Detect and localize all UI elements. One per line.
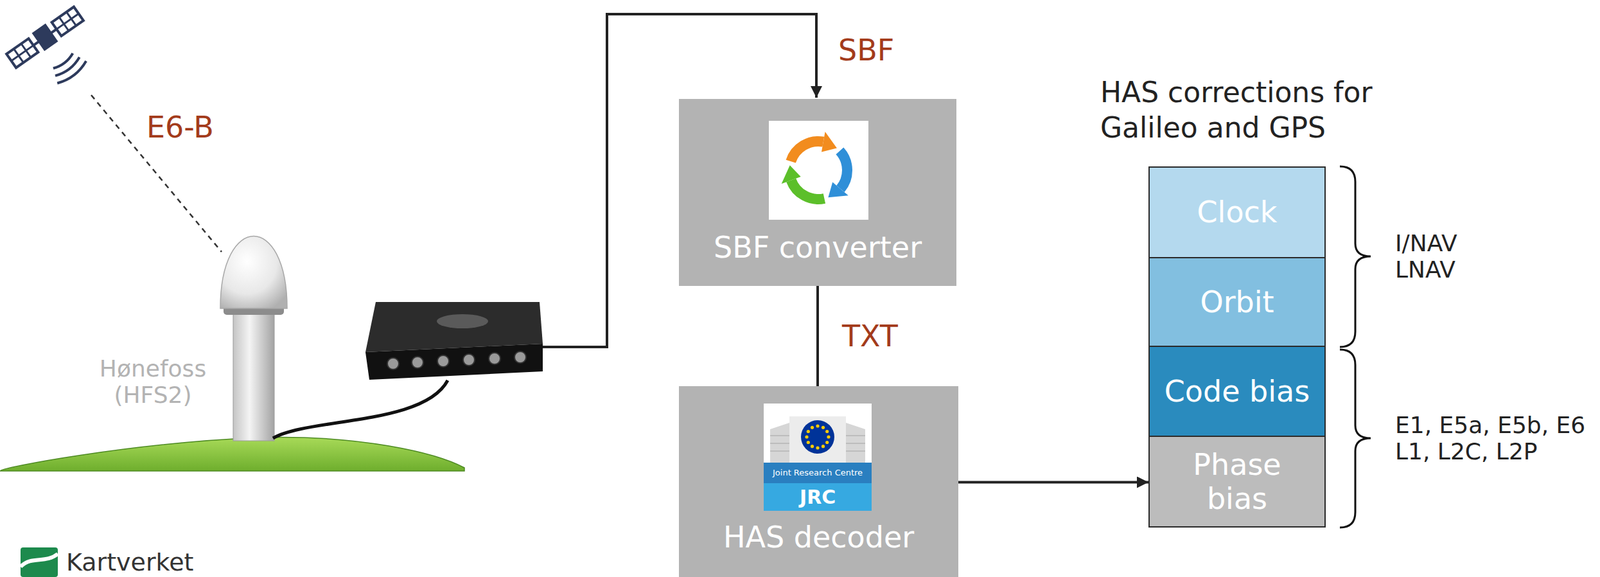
kartverket-logo: [20, 547, 58, 577]
converter-icon-part: [839, 150, 848, 189]
gnss-receiver-part: [365, 301, 543, 352]
signal-ray: [91, 95, 222, 252]
kartverket-logo-part: [20, 547, 58, 577]
converter-icon-part: [791, 179, 825, 200]
gnss-receiver-part: [463, 353, 475, 366]
jrc-logo-part: [825, 429, 829, 433]
box-label: HAS decoder: [723, 520, 915, 555]
gnss-receiver-part: [488, 352, 501, 365]
antenna-cable: [272, 380, 448, 439]
box-label: Phase bias: [1172, 447, 1302, 516]
logo-wordmark: Kartverket: [66, 548, 194, 577]
gnss-receiver-part: [365, 343, 543, 380]
satellite-icon-part: [52, 7, 84, 36]
correction-block: Clock: [1148, 166, 1326, 259]
jrc-logo-part: [810, 425, 814, 430]
jrc-logo-part: [806, 429, 810, 433]
jrc-logo-part: [825, 440, 829, 444]
jrc-logo-part: [810, 444, 814, 448]
brace-part: [1339, 349, 1371, 528]
connector: [816, 285, 819, 387]
converter-box: SBF converter: [678, 98, 957, 286]
jrc-logo-part: [821, 444, 825, 448]
connector: [958, 481, 1149, 484]
gnss-receiver-part: [436, 314, 489, 329]
signal-name: E6-B: [146, 110, 214, 145]
jrc-logo-part: [763, 483, 872, 511]
gnss-receiver-part: [387, 357, 399, 370]
satellite-icon-part: [32, 23, 59, 52]
format-name: SBF: [838, 33, 895, 68]
box-label: SBF converter: [713, 230, 922, 265]
ground: [0, 436, 465, 471]
jrc-logo-part: [800, 420, 835, 454]
antenna-pole: [233, 312, 275, 441]
jrc-logo-part: [763, 462, 872, 484]
signal-waves: [53, 53, 87, 84]
box-label: Orbit: [1199, 285, 1274, 320]
section-heading: HAS corrections for Galileo and GPS: [1100, 74, 1435, 146]
satellite-icon-part: [6, 38, 38, 68]
jrc-logo-part: [789, 416, 846, 463]
converter-icon-part: [790, 141, 824, 162]
gnss-receiver-part: [437, 355, 449, 367]
message-types: I/NAV LNAV: [1395, 229, 1492, 284]
jrc-logo-part: [815, 423, 819, 428]
satellite-icon-part: [6, 38, 38, 68]
signal-waves-part: [53, 53, 73, 69]
antenna-dome: [220, 236, 288, 309]
converter-icon: [768, 120, 869, 220]
box-label: Code bias: [1164, 374, 1311, 409]
signal-list: E1, E5a, E5b, E6 L1, L2C, L2P: [1395, 411, 1595, 466]
edge-label: TXT: [842, 319, 898, 354]
decoder-box: HAS decoder: [678, 386, 959, 577]
satellite-icon: [5, 4, 85, 70]
brace-part: [1339, 166, 1371, 347]
brace: [1339, 166, 1371, 528]
station-name: Hønefoss (HFS2): [85, 355, 221, 409]
jrc-logo: [763, 403, 872, 511]
gnss-receiver-part: [411, 356, 424, 369]
correction-block: Code bias: [1148, 346, 1326, 437]
jrc-logo-part: [763, 403, 872, 463]
jrc-logo-part: [804, 434, 809, 439]
satellite-icon-part: [52, 7, 84, 36]
jrc-logo-part: [815, 445, 819, 449]
kartverket-logo-part: [20, 553, 58, 567]
box-label: Clock: [1197, 195, 1278, 230]
converter-icon-part: [768, 120, 869, 220]
converter-icon-part: [781, 165, 801, 184]
jrc-logo-part: [826, 434, 830, 439]
jrc-logo-part: [821, 425, 825, 430]
signal-waves-part: [57, 61, 87, 84]
gnss-receiver-part: [514, 351, 527, 363]
converter-icon-part: [827, 182, 848, 198]
jrc-logo-part: [806, 440, 810, 444]
gnss-receiver: [365, 301, 543, 380]
converter-icon-part: [821, 131, 837, 153]
correction-block: Phase bias: [1148, 436, 1326, 528]
correction-block: Orbit: [1148, 258, 1326, 347]
